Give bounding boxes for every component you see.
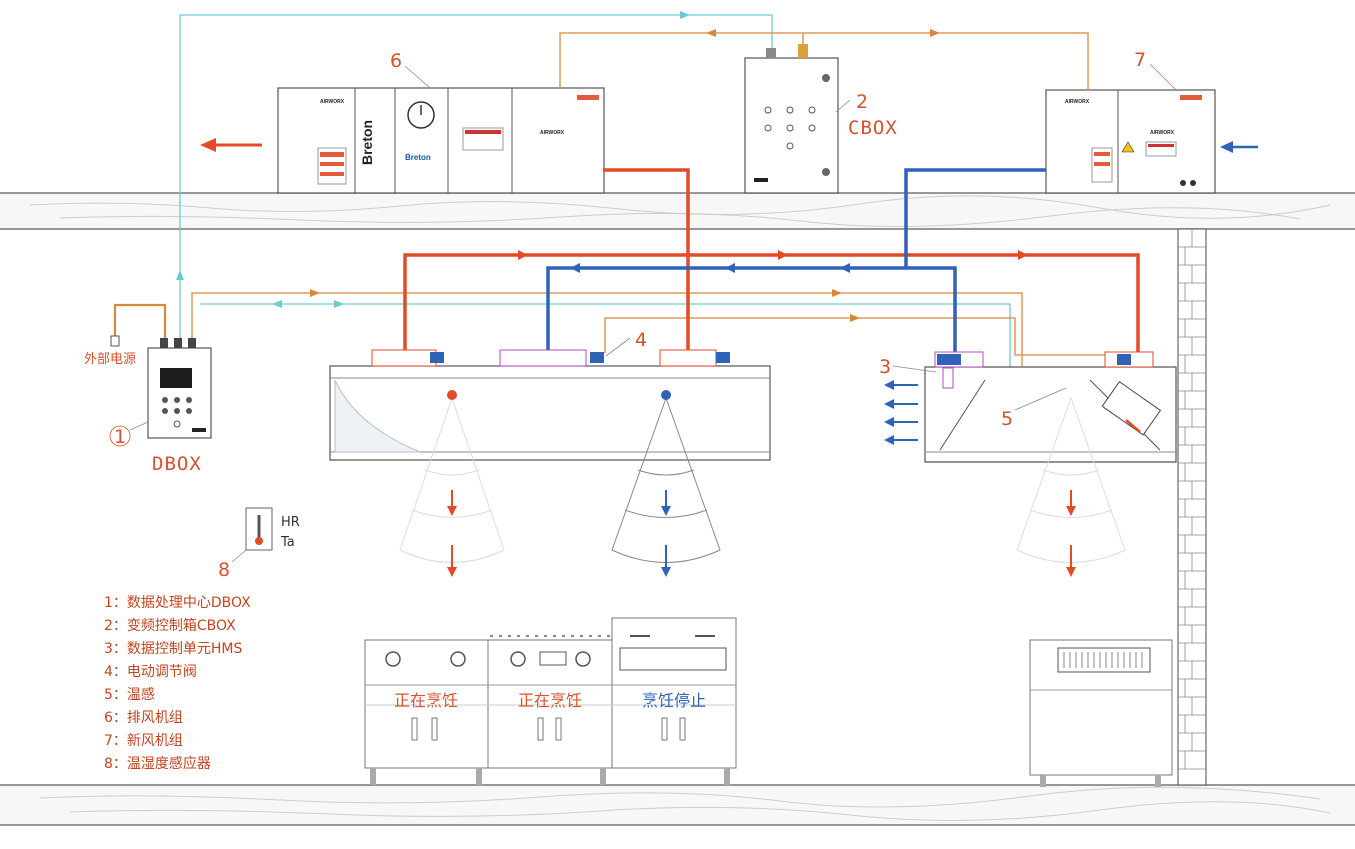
- svg-text:2: 2: [856, 91, 868, 113]
- exhaust-fan-unit: AIRWORX Breton Breton AIRWORX: [277, 87, 605, 194]
- legend-item: 2：变频控制箱CBOX: [104, 618, 236, 634]
- humidity-sensor: [245, 507, 273, 551]
- fresh-air-duct: [546, 168, 1046, 353]
- exhaust-brand-label-2: AIRWORX: [540, 130, 565, 136]
- legend-item: 7：新风机组: [104, 733, 183, 749]
- stove-3-status: 烹饪停止: [642, 691, 706, 710]
- svg-text:3: 3: [879, 356, 891, 378]
- air-cone-2: [611, 390, 721, 577]
- air-cone-3: [1016, 396, 1126, 577]
- stove-1-status: 正在烹饪: [394, 691, 458, 710]
- external-power-plug: [110, 335, 120, 347]
- svg-text:4: 4: [635, 329, 647, 351]
- callout-3: 3: [879, 356, 937, 378]
- brick-wall: [1177, 228, 1207, 786]
- exhaust-out-arrow: [200, 138, 262, 152]
- svg-text:5: 5: [1001, 408, 1013, 430]
- sensor-hr-label: HR: [281, 515, 300, 530]
- exhaust-brand-small: Breton: [405, 153, 431, 162]
- legend-item: 5：温感: [104, 686, 155, 703]
- svg-text:1: 1: [114, 426, 126, 448]
- flow-arrows: [176, 11, 1028, 322]
- cooking-stoves: 正在烹饪 正在烹饪 烹饪停止: [364, 617, 737, 785]
- callout-7: 7: [1134, 49, 1177, 91]
- floor-slab: [0, 784, 1355, 826]
- cbox-label: CBOX: [848, 117, 898, 139]
- callout-6: 6: [390, 50, 431, 89]
- dbox-screen: [160, 368, 192, 388]
- exhaust-brand-label: AIRWORX: [320, 99, 345, 105]
- exhaust-brand-vertical: Breton: [359, 120, 375, 165]
- legend-item: 1：数据处理中心DBOX: [104, 595, 251, 611]
- legend-item: 8：温湿度感应器: [104, 755, 211, 772]
- fresh-brand-label-2: AIRWORX: [1150, 130, 1175, 136]
- legend-item: 6：排风机组: [104, 710, 183, 726]
- legend: 1：数据处理中心DBOX 2：变频控制箱CBOX 3：数据控制单元HMS 4：电…: [104, 595, 251, 772]
- cbox-control-box: [744, 44, 839, 194]
- supply-air-arrows: [884, 380, 918, 445]
- callout-8: 8: [218, 549, 247, 581]
- svg-text:6: 6: [390, 50, 402, 72]
- dbox-label: DBOX: [152, 453, 202, 475]
- dbox-device: [147, 338, 212, 439]
- kitchen-hood-2: [924, 351, 1177, 463]
- legend-item: 3：数据控制单元HMS: [104, 641, 243, 657]
- fresh-air-unit: AIRWORX AIRWORX: [1045, 89, 1216, 194]
- callout-5: 5: [1001, 387, 1067, 430]
- stove-2-status: 正在烹饪: [518, 691, 582, 710]
- callout-2: 2: [835, 91, 868, 113]
- callout-4: 4: [605, 329, 647, 357]
- legend-item: 4：电动调节阀: [104, 664, 197, 680]
- thermometer-icon: [255, 537, 263, 545]
- svg-text:8: 8: [218, 559, 230, 581]
- fresh-in-arrow: [1220, 141, 1258, 153]
- exhaust-duct: [403, 168, 1140, 353]
- air-cone-1: [399, 390, 505, 577]
- ceiling-slab: [0, 192, 1355, 230]
- callout-1: 1: [109, 421, 149, 448]
- warning-icon: [1121, 141, 1135, 153]
- external-power-label: 外部电源: [84, 352, 136, 367]
- svg-text:7: 7: [1134, 49, 1146, 71]
- fresh-brand-label: AIRWORX: [1065, 99, 1090, 105]
- sensor-ta-label: Ta: [280, 535, 295, 550]
- fryer-appliance: [1029, 639, 1173, 787]
- kitchen-hood-1: [329, 349, 771, 461]
